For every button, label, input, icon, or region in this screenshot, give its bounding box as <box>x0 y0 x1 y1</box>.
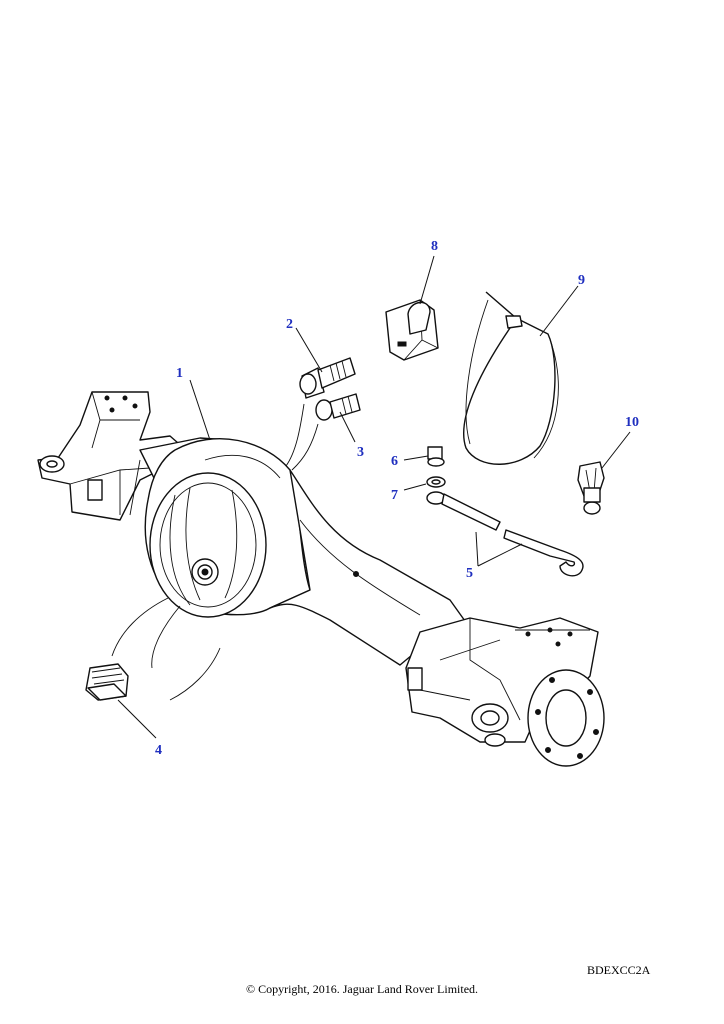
plug-location-arc <box>111 597 169 657</box>
callout-7[interactable]: 7 <box>391 488 398 503</box>
retaining-clip[interactable] <box>577 461 605 515</box>
callout-1[interactable]: 1 <box>176 366 183 381</box>
copyright-notice: © Copyright, 2016. Jaguar Land Rover Lim… <box>245 982 479 996</box>
bolt-location-arc <box>285 403 305 467</box>
drain-plug[interactable] <box>85 663 129 701</box>
banjo-bolt[interactable] <box>427 446 445 467</box>
sealing-washer[interactable] <box>426 476 446 488</box>
callout-6[interactable]: 6 <box>391 454 398 469</box>
bolt-long[interactable] <box>299 357 356 399</box>
diagram-reference-code: BDEXCC2A <box>587 963 651 977</box>
callout-9[interactable]: 9 <box>578 273 585 288</box>
callout-10[interactable]: 10 <box>625 415 639 430</box>
bolt-short[interactable] <box>315 393 361 421</box>
callout-8[interactable]: 8 <box>431 239 438 254</box>
breather-pipe[interactable] <box>426 491 584 577</box>
callout-3[interactable]: 3 <box>357 445 364 460</box>
callout-5[interactable]: 5 <box>466 566 473 581</box>
pipe-clip[interactable] <box>385 299 439 361</box>
callout-4[interactable]: 4 <box>155 743 162 758</box>
axle-casing[interactable] <box>37 391 605 767</box>
cable-tie[interactable] <box>463 291 559 465</box>
callout-2[interactable]: 2 <box>286 317 293 332</box>
